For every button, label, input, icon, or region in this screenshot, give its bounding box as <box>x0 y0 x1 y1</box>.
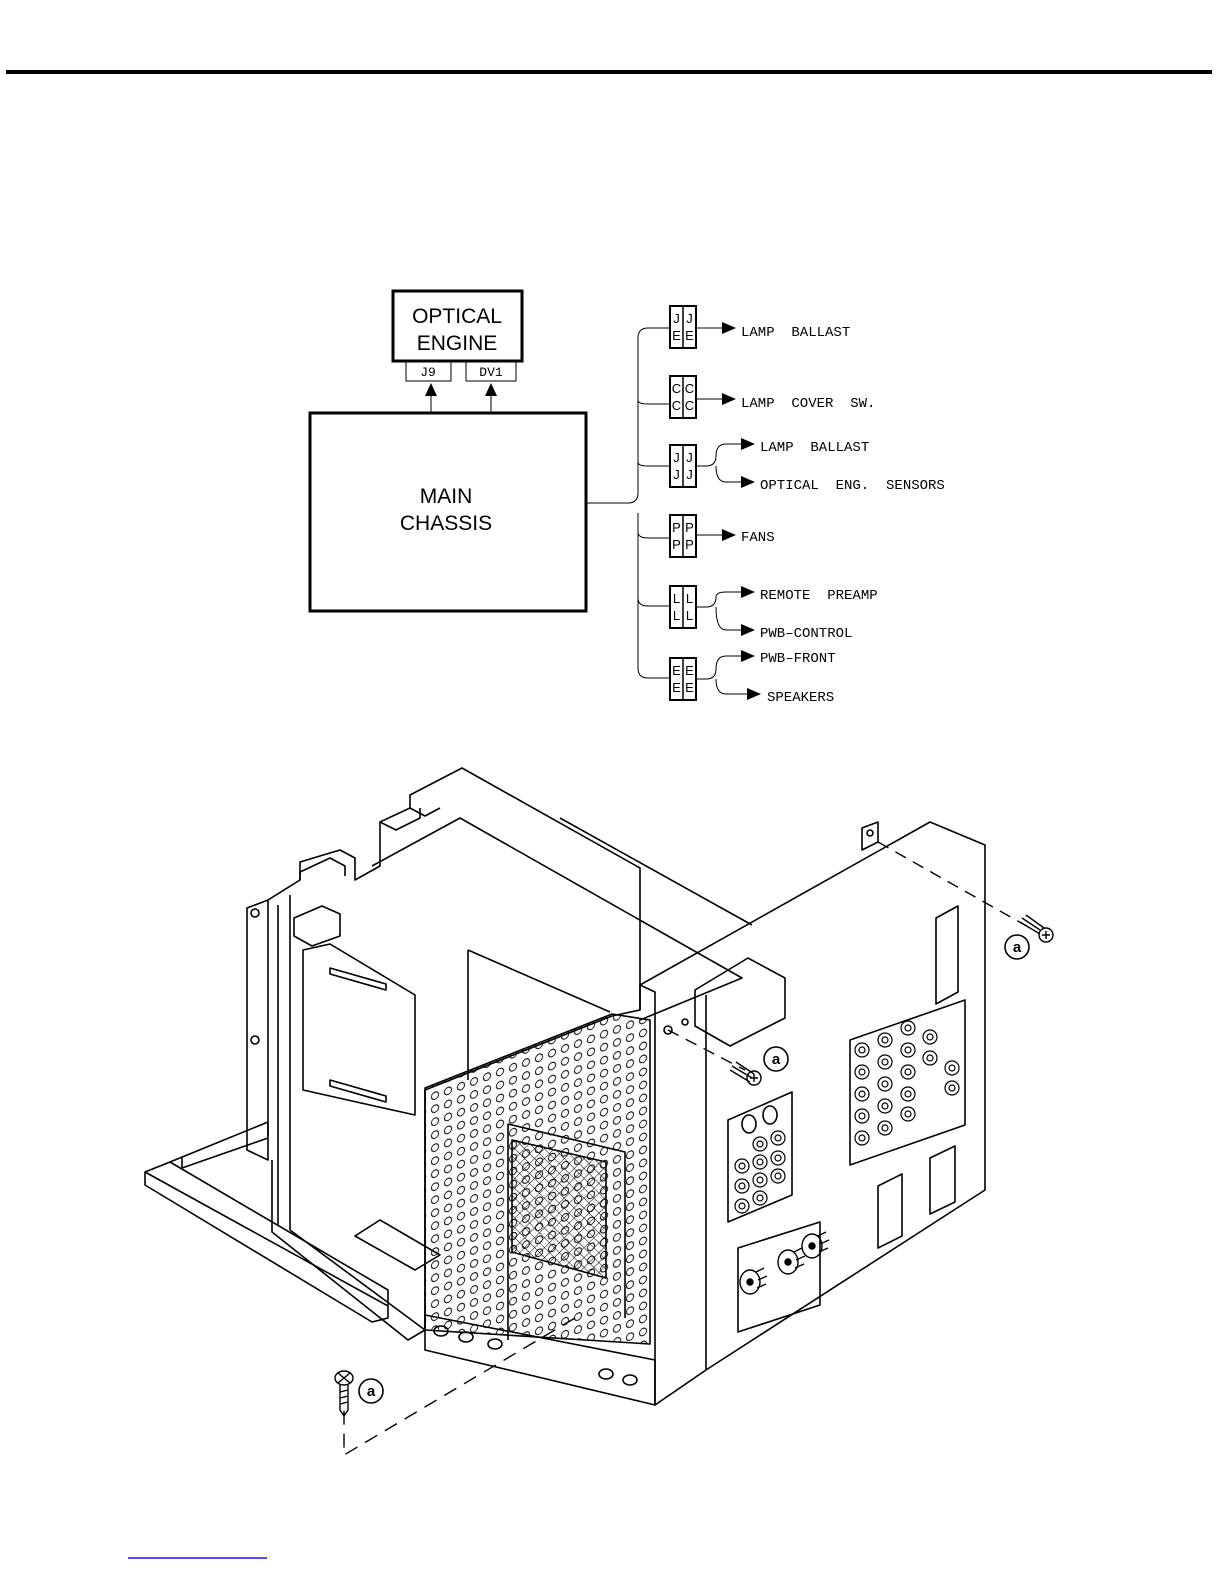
target-lamp-ballast-2: LAMP BALLAST <box>760 440 869 456</box>
svg-text:L: L <box>686 591 693 606</box>
callout-a-3-label: a <box>367 1383 376 1400</box>
target-lamp-cover-sw: LAMP COVER SW. <box>741 396 875 412</box>
svg-text:P: P <box>672 520 681 535</box>
f-connectors <box>740 1232 829 1294</box>
target-optical-eng-sensors: OPTICAL ENG. SENSORS <box>760 478 945 494</box>
optical-engine-label-2: ENGINE <box>417 332 498 355</box>
base-rail <box>145 1122 388 1322</box>
svg-text:J: J <box>673 311 680 326</box>
svg-text:L: L <box>686 608 693 623</box>
svg-text:P: P <box>685 537 694 552</box>
svg-text:E: E <box>672 328 681 343</box>
port-dv1-label: DV1 <box>479 365 503 380</box>
main-chassis-label-1: MAIN <box>420 485 473 508</box>
block-diagram: OPTICAL ENGINE J9 DV1 MAIN CHASSIS J J E… <box>310 291 945 706</box>
optical-engine-label-1: OPTICAL <box>412 305 502 328</box>
svg-text:J: J <box>686 311 693 326</box>
svg-text:J: J <box>686 467 693 482</box>
bus-brace <box>587 328 670 678</box>
rear-left-panel <box>247 900 268 1160</box>
connector-cc: C C C C <box>670 376 696 418</box>
callout-a-2-label: a <box>772 1051 781 1068</box>
header-rule <box>6 70 1212 74</box>
rca-jacks <box>735 1021 959 1294</box>
svg-text:C: C <box>672 398 681 413</box>
port-j9-label: J9 <box>420 365 436 380</box>
svg-text:C: C <box>672 381 681 396</box>
svg-text:P: P <box>685 520 694 535</box>
svg-text:E: E <box>685 663 694 678</box>
svg-text:E: E <box>685 680 694 695</box>
arrow-up-j9 <box>425 383 437 396</box>
connector-ll: L L L L <box>670 586 696 628</box>
svg-text:L: L <box>673 608 680 623</box>
target-remote-preamp: REMOTE PREAMP <box>760 588 878 604</box>
right-io-panel <box>640 822 985 1405</box>
chassis-exploded-view <box>145 768 985 1405</box>
target-fans: FANS <box>741 530 775 546</box>
arrow-up-dv1 <box>485 383 497 396</box>
target-pwb-front: PWB–FRONT <box>760 651 836 667</box>
jack-board-left <box>728 1092 792 1222</box>
rf-connector-board <box>738 1222 820 1332</box>
target-lamp-ballast-1: LAMP BALLAST <box>741 325 850 341</box>
callout-a-1-label: a <box>1013 939 1022 956</box>
svg-text:E: E <box>672 663 681 678</box>
connector-pp: P P P P <box>670 515 696 557</box>
connector-je: J J E E <box>670 306 696 348</box>
svg-text:E: E <box>672 680 681 695</box>
svg-text:P: P <box>672 537 681 552</box>
main-chassis-label-2: CHASSIS <box>400 512 492 535</box>
connector-ee: E E E E <box>670 658 696 700</box>
svg-text:J: J <box>673 450 680 465</box>
svg-text:C: C <box>685 398 694 413</box>
svg-text:J: J <box>673 467 680 482</box>
target-pwb-control: PWB–CONTROL <box>760 626 852 642</box>
svg-text:C: C <box>685 381 694 396</box>
svg-text:E: E <box>685 328 694 343</box>
svg-text:J: J <box>686 450 693 465</box>
target-speakers: SPEAKERS <box>767 690 834 706</box>
svg-text:L: L <box>673 591 680 606</box>
connector-jj: J J J J <box>670 445 696 487</box>
